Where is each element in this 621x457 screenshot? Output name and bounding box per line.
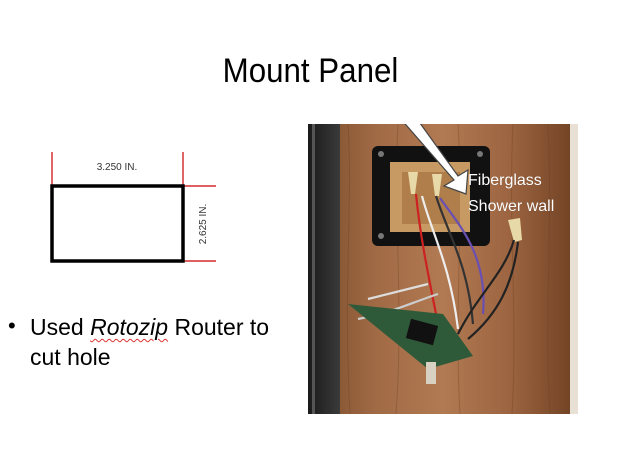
bullet-dot-icon: • [8,313,16,338]
screw-top-right [477,151,483,157]
dimension-diagram: 3.250 IN. 2.625 IN. [50,152,216,263]
height-label: 2.625 IN. [198,204,209,245]
bullet-item: Used Rotozip Router to cut hole [30,312,290,372]
screw-top-left [378,151,384,157]
arrow-down-right-icon [404,124,469,195]
bullet-prefix: Used [30,314,91,340]
cutout-rectangle [50,184,185,263]
width-label: 3.250 IN. [97,162,138,173]
wire-nut-1 [408,172,418,194]
board-connector [405,318,439,346]
bullet-emphasis-rotozip: Rotozip [90,314,169,340]
photo-label-line1: Fiberglass [468,172,542,189]
slide-title: Mount Panel [222,52,399,90]
right-edge [570,124,578,414]
screw-bottom-left [378,233,384,239]
door-frame-edge [312,124,315,414]
wire-nut-2 [432,174,442,196]
wall-photo: Fiberglass Shower wall [308,124,578,414]
bullet-suffix: Router to cut hole [30,314,270,370]
photo-label-line2: Shower wall [468,198,554,215]
board-component [426,362,436,384]
wire-nut-3 [508,218,522,242]
